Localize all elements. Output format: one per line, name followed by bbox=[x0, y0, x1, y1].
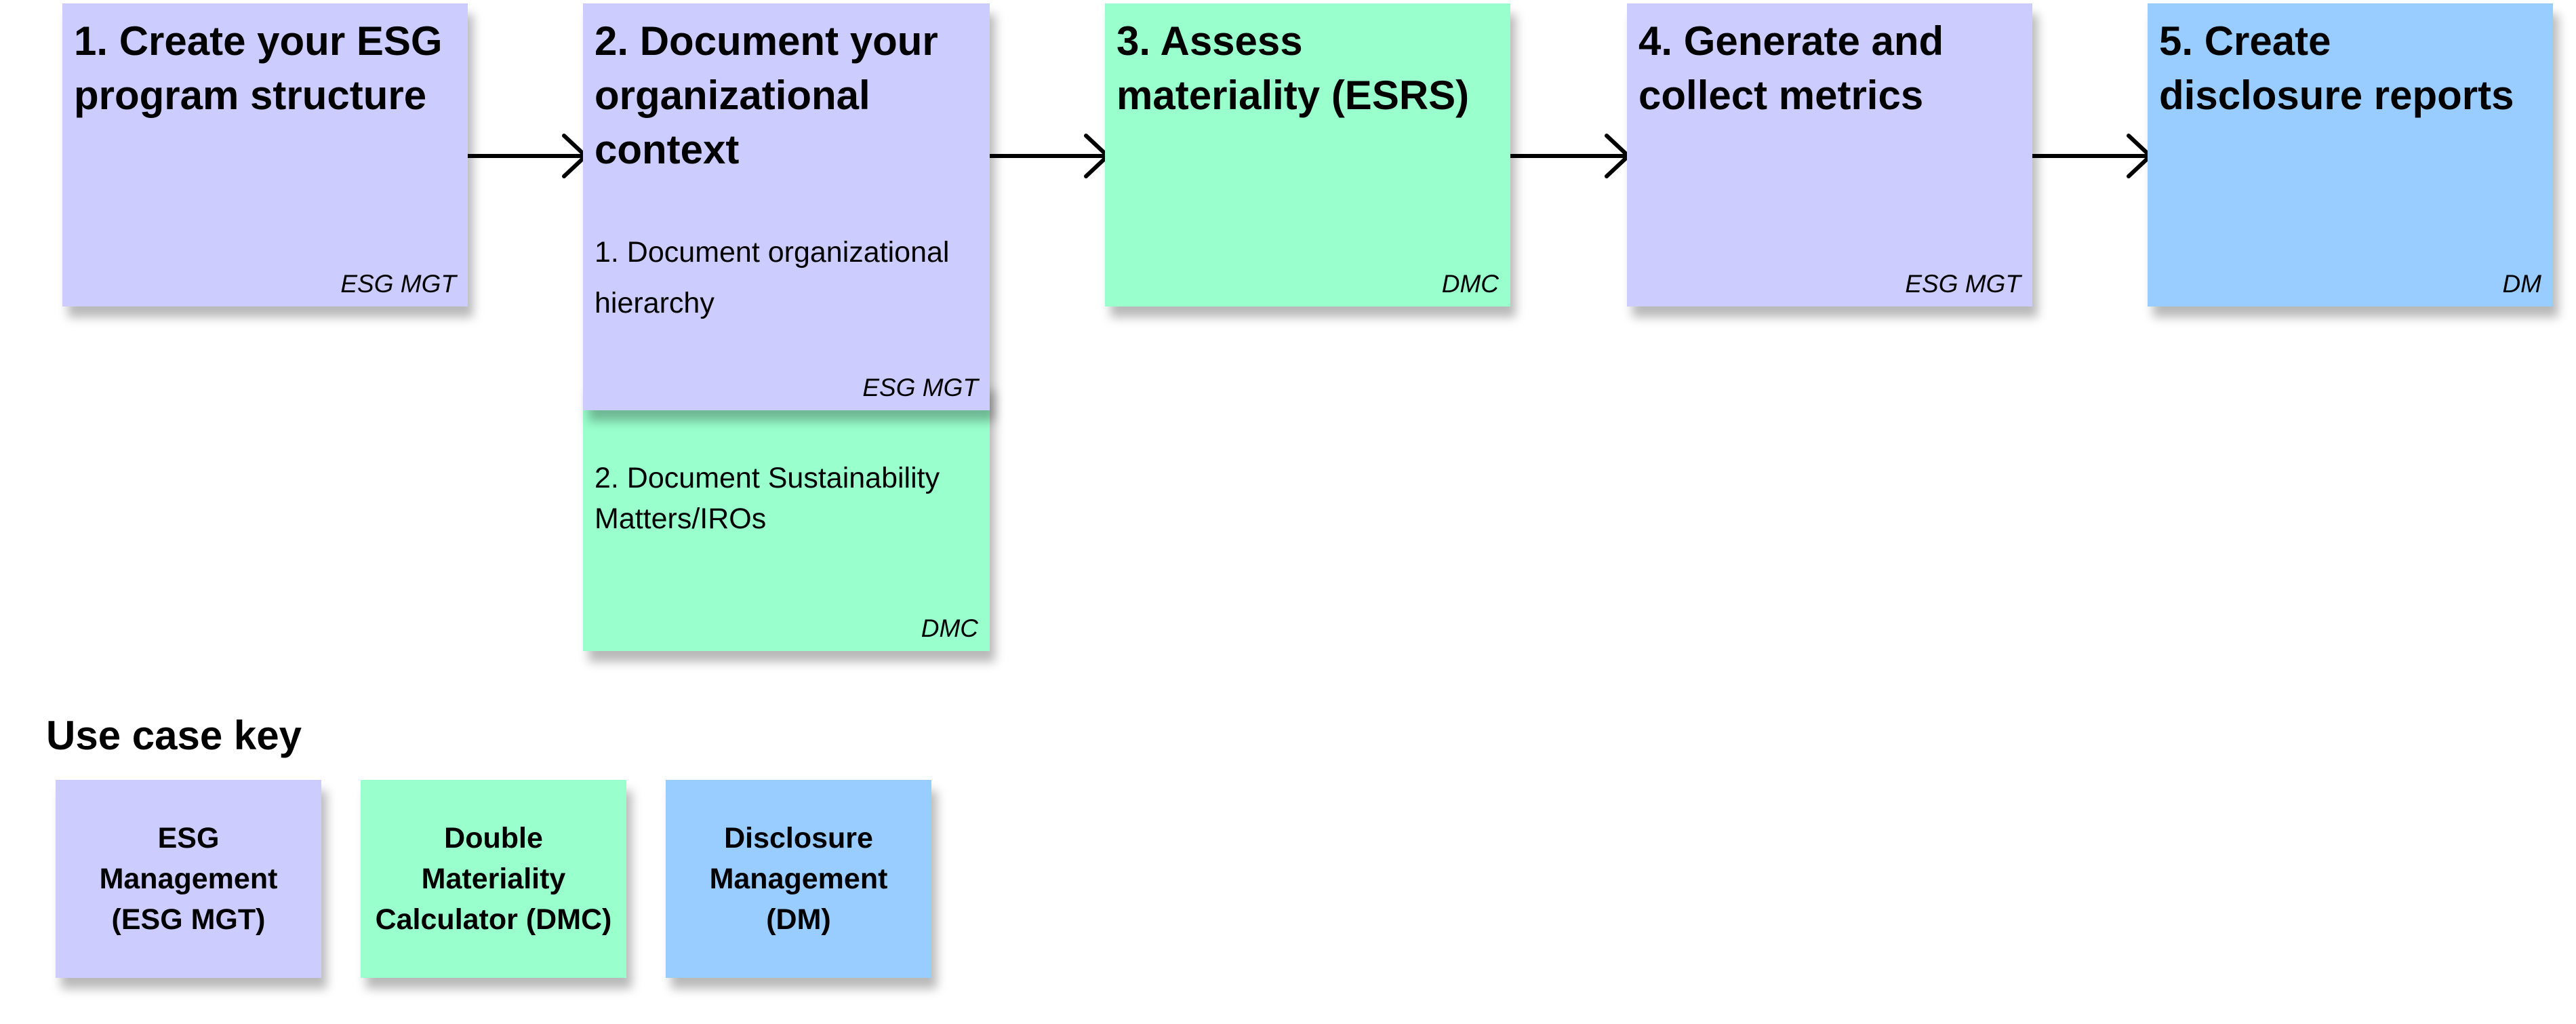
step-2-sub-2-tag: DMC bbox=[921, 614, 978, 642]
step-4-card: 4. Generate and collect metrics ESG MGT bbox=[1627, 3, 2032, 307]
key-dm-label: Disclosure Management (DM) bbox=[709, 822, 888, 936]
key-dmc-label: Double Materiality Calculator (DMC) bbox=[375, 822, 612, 936]
step-4-tag: ESG MGT bbox=[1905, 270, 2021, 298]
step-3-title: 3. Assess materiality (ESRS) bbox=[1116, 18, 1470, 118]
step-2-card: 2. Document your organizational context … bbox=[583, 3, 990, 410]
step-2-title: 2. Document your organizational context bbox=[595, 18, 938, 172]
step-2-tag: ESG MGT bbox=[862, 374, 978, 401]
step-1-card: 1. Create your ESG program structure ESG… bbox=[62, 3, 468, 307]
step-1-title: 1. Create your ESG program structure bbox=[74, 18, 443, 118]
key-disclosure-management: Disclosure Management (DM) bbox=[666, 780, 931, 978]
arrow-1-to-2 bbox=[466, 134, 588, 178]
step-3-tag: DMC bbox=[1441, 270, 1499, 298]
step-1-tag: ESG MGT bbox=[340, 270, 456, 298]
step-5-card: 5. Create disclosure reports DM bbox=[2148, 3, 2553, 307]
key-double-materiality-calculator: Double Materiality Calculator (DMC) bbox=[361, 780, 626, 978]
step-2-sub-1-text: 1. Document organizational hierarchy bbox=[595, 236, 950, 319]
step-5-title: 5. Create disclosure reports bbox=[2159, 18, 2514, 118]
step-5-tag: DM bbox=[2502, 270, 2541, 298]
use-case-key-title: Use case key bbox=[46, 713, 302, 758]
key-esg-management-label: ESG Management (ESG MGT) bbox=[99, 822, 278, 936]
step-3-card: 3. Assess materiality (ESRS) DMC bbox=[1105, 3, 1510, 307]
arrow-2-to-3 bbox=[988, 134, 1110, 178]
arrow-4-to-5 bbox=[2030, 134, 2152, 178]
key-esg-management: ESG Management (ESG MGT) bbox=[56, 780, 321, 978]
arrow-3-to-4 bbox=[1508, 134, 1630, 178]
step-2-sub-2-card: 2. Document Sustainability Matters/IROs … bbox=[583, 380, 990, 651]
step-2-sub-2-text: 2. Document Sustainability Matters/IROs bbox=[595, 462, 940, 535]
step-4-title: 4. Generate and collect metrics bbox=[1638, 18, 1944, 118]
